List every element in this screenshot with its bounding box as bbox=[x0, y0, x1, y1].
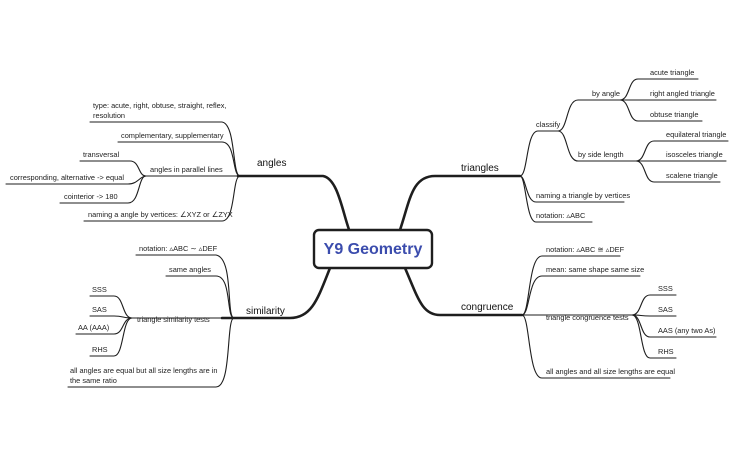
congruence-tests-label: triangle congruence tests bbox=[546, 313, 629, 322]
congruence-sas-label: SAS bbox=[658, 305, 673, 314]
congruence-sss-label: SSS bbox=[658, 284, 673, 293]
triangles-scalene-label: scalene triangle bbox=[666, 171, 718, 180]
similarity-sas-label: SAS bbox=[92, 305, 107, 314]
central-node-box bbox=[312, 228, 434, 270]
central-topic: Y9 Geometry bbox=[324, 241, 423, 258]
triangles-obtuse-label: obtuse triangle bbox=[650, 110, 698, 119]
branch-congruence-connector bbox=[403, 266, 524, 317]
congruence-notation-label: notation: ▵ABC ≅ ▵DEF bbox=[546, 245, 625, 254]
similarity-sss-label: SSS bbox=[92, 285, 107, 294]
topic-triangles: triangles bbox=[461, 163, 499, 174]
similarity-ratio-label: all angles are equal but all size length… bbox=[70, 366, 218, 375]
triangles-by-side-length-label: by side length bbox=[578, 150, 624, 159]
angles-types-label-line2: resolution bbox=[93, 111, 125, 120]
triangles-right-angled-label: right angled triangle bbox=[650, 89, 715, 98]
congruence-meaning-label: mean: same shape same size bbox=[546, 265, 644, 274]
triangles-isosceles-label: isosceles triangle bbox=[666, 150, 723, 159]
branch-triangles-connector bbox=[398, 174, 522, 232]
triangles-notation-label: notation: ▵ABC bbox=[536, 211, 586, 220]
similarity-notation-label: notation: ▵ABC ∼ ▵DEF bbox=[139, 244, 218, 253]
triangles-naming-label: naming a triangle by vertices bbox=[536, 191, 630, 200]
triangles-by-angle-label: by angle bbox=[592, 89, 620, 98]
angles-types-label: type: acute, right, obtuse, straight, re… bbox=[93, 101, 227, 110]
branch-similarity-connector bbox=[220, 266, 332, 320]
angles-subtree bbox=[5, 121, 241, 222]
angles-cointerior-label: cointerior -> 180 bbox=[64, 192, 118, 201]
similarity-same-angles-label: same angles bbox=[169, 265, 211, 274]
topic-congruence: congruence bbox=[461, 302, 514, 313]
triangles-classify-label: classify bbox=[536, 120, 561, 129]
similarity-subtree bbox=[67, 254, 235, 388]
angles-naming-label: naming a angle by vertices: ∠XYZ or ∠ZYX bbox=[88, 210, 233, 219]
congruence-rhs-label: RHS bbox=[658, 347, 674, 356]
topic-similarity: similarity bbox=[246, 306, 285, 317]
congruence-aas-label: AAS (any two As) bbox=[658, 326, 716, 335]
similarity-ratio-label-line2: the same ratio bbox=[70, 376, 117, 385]
angles-complementary-label: complementary, supplementary bbox=[121, 131, 224, 140]
topic-angles: angles bbox=[257, 158, 286, 169]
similarity-rhs-label: RHS bbox=[92, 345, 108, 354]
triangles-subtree bbox=[519, 78, 729, 223]
angles-transversal-label: transversal bbox=[83, 150, 120, 159]
angles-parallel-lines-label: angles in parallel lines bbox=[150, 165, 223, 174]
triangles-equilateral-label: equilateral triangle bbox=[666, 130, 726, 139]
congruence-subtree bbox=[521, 255, 717, 379]
triangles-acute-label: acute triangle bbox=[650, 68, 694, 77]
similarity-tests-label: triangle similarity tests bbox=[137, 315, 210, 324]
similarity-aa-label: AA (AAA) bbox=[78, 323, 109, 332]
angles-corresponding-label: corresponding, alternative -> equal bbox=[10, 173, 124, 182]
congruence-all-equal-label: all angles and all size lengths are equa… bbox=[546, 367, 675, 376]
